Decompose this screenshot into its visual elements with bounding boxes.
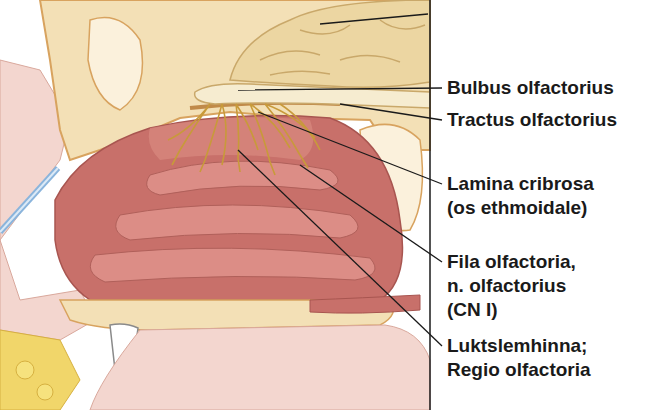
part-label: Lamina cribrosa (os ethmoidale) [447,172,607,220]
part-label: Tractus olfactorius [447,108,663,132]
part-label: Luktslemhinna; Regio olfactoria [447,334,607,382]
part-label: Bulbus olfactorius [447,76,663,100]
part-label: Fila olfactoria, n. olfactorius (CN I) [447,250,597,322]
